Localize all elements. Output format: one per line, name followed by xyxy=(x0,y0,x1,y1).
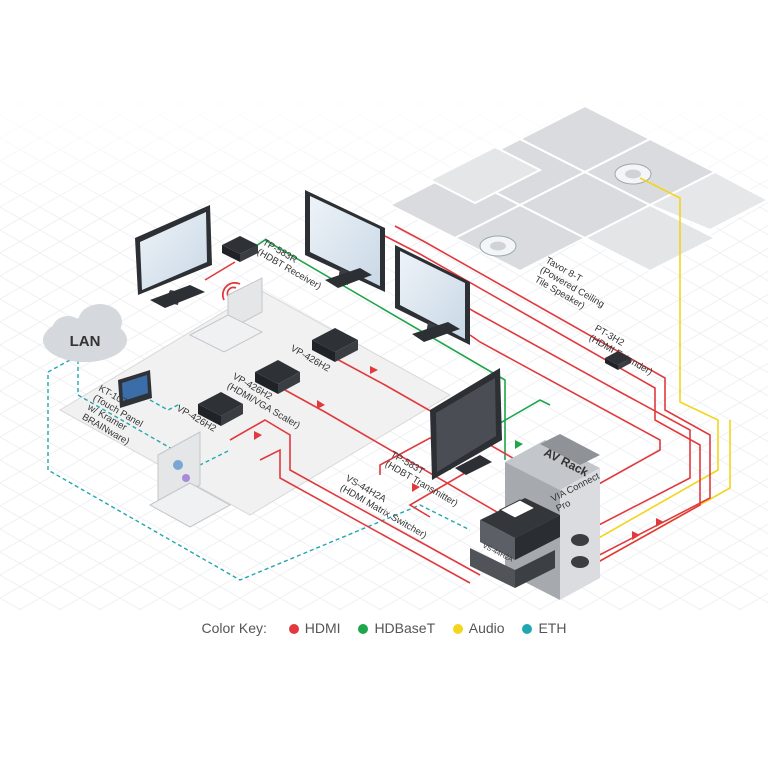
color-key: Color Key: HDMI HDBaseT Audio ETH xyxy=(0,620,768,636)
rack-speakers xyxy=(571,534,589,568)
device-boxes xyxy=(198,236,631,426)
display-center xyxy=(305,190,385,292)
color-key-hdmi: HDMI xyxy=(288,620,345,636)
display-left xyxy=(135,205,212,308)
vp426h2-mid-box xyxy=(255,360,300,384)
display-right xyxy=(395,245,470,345)
hdmi-dot-icon xyxy=(288,624,299,634)
vp426h2-bot-box xyxy=(198,392,243,416)
hdmi-cables xyxy=(204,225,711,584)
laptop-bottom xyxy=(148,431,232,528)
eth-dot-icon xyxy=(522,624,533,634)
color-key-audio: Audio xyxy=(452,620,509,636)
ceiling-speaker xyxy=(479,163,652,257)
lan-cloud-icon: LAN xyxy=(43,304,127,362)
eth-cables xyxy=(47,359,471,581)
audio-dot-icon xyxy=(452,624,463,634)
display-large xyxy=(430,368,502,480)
color-key-eth: ETH xyxy=(522,620,566,636)
hdmi-arrows xyxy=(254,366,664,540)
hdbaset-dot-icon xyxy=(358,624,369,634)
touch-panel xyxy=(118,370,152,408)
color-key-hdbaset: HDBaseT xyxy=(358,620,438,636)
color-key-title: Color Key: xyxy=(201,620,267,636)
lan-label: LAN xyxy=(70,333,101,350)
ceiling-tiles xyxy=(387,104,768,273)
av-rack: AV Rack xyxy=(470,434,600,600)
laptop-top xyxy=(188,277,264,353)
